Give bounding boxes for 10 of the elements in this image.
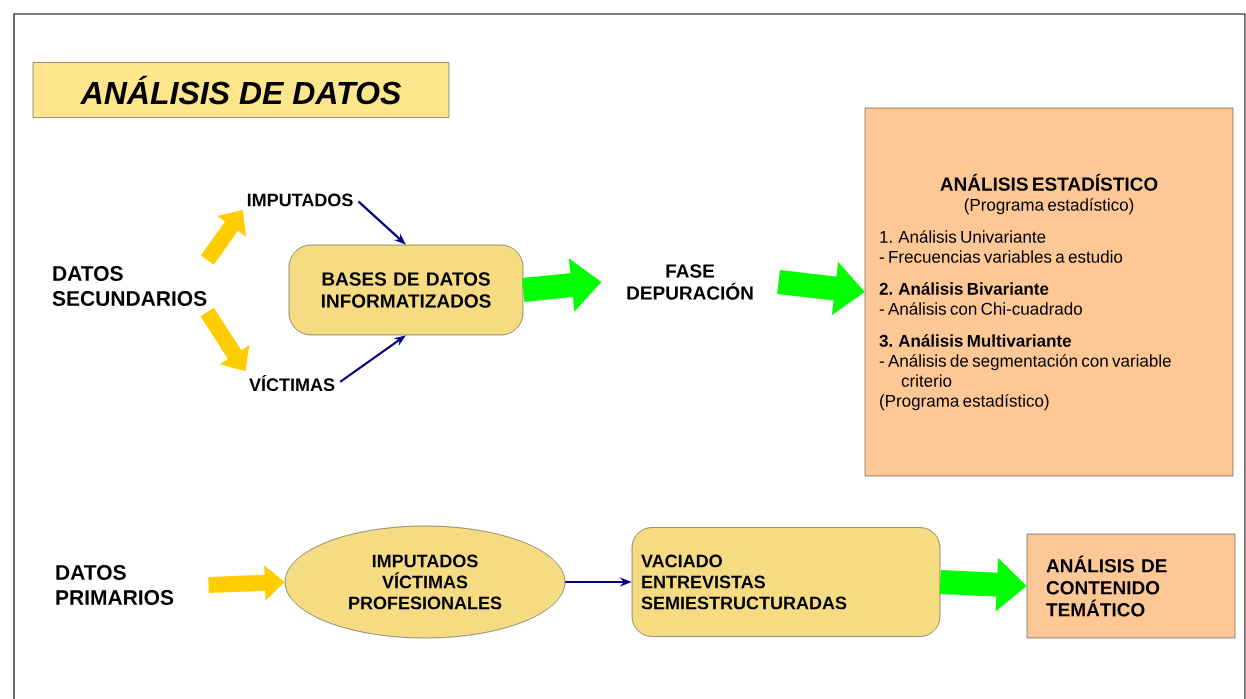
category-label: VÍCTIMAS bbox=[249, 374, 335, 392]
result-box: ANÁLISIS DE CONTENIDO TEMÁTICO bbox=[1026, 533, 1236, 639]
analysis-box: ANÁLISIS ESTADÍSTICO (Programa estadístico) 1. Análisis Univariante - Frecuencias variables a estudio 2. Análisis Bivariante - Análisis con Chi-cuadrado 3. Análisis Multivariante - Análisis de segmentación con variable criterio (Programa estadístico) bbox=[864, 107, 1234, 477]
source-label: DATOS PRIMARIOS bbox=[56, 565, 174, 605]
interview-box: VACIADO ENTREVISTAS SEMIESTRUCTURADAS bbox=[631, 527, 941, 637]
phase-label: FASE DEPURACIÓN bbox=[627, 264, 753, 300]
database-box: BASES DE DATOS INFORMATIZADOS bbox=[288, 244, 524, 336]
category-label: IMPUTADOS bbox=[247, 193, 353, 207]
title-box: ANÁLISIS DE DATOS bbox=[32, 62, 450, 118]
source-label: DATOS SECUNDARIOS bbox=[52, 266, 207, 306]
